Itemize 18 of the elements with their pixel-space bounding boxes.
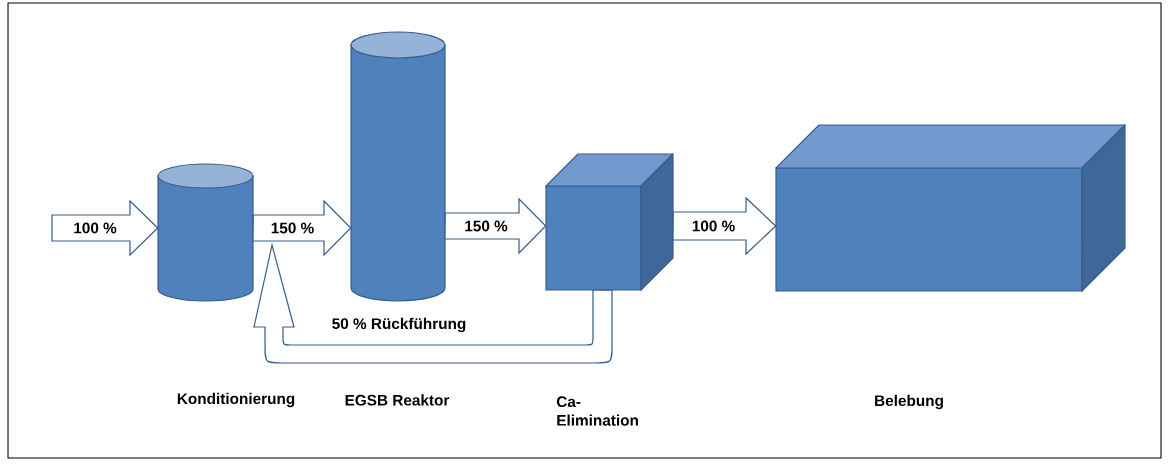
block-arrow xyxy=(672,196,777,256)
tank-label: Ca- Elimination xyxy=(556,396,638,426)
tank-label: Konditionierung xyxy=(177,392,295,408)
return-arrow xyxy=(253,244,613,364)
tank-block xyxy=(775,124,1126,292)
edge-label: 100 % xyxy=(74,222,117,234)
block-arrow xyxy=(444,197,547,255)
edge-label: 150 % xyxy=(271,222,314,234)
tank-block xyxy=(545,153,674,291)
edge-label: 150 % xyxy=(465,220,508,232)
tank-cylinder xyxy=(350,31,446,302)
tank-label: EGSB Reaktor xyxy=(345,394,450,406)
tank-cylinder xyxy=(157,163,254,302)
block-arrow xyxy=(51,199,159,257)
tank-label: Belebung xyxy=(875,394,943,410)
edge-label: 50 % Rückführung xyxy=(332,317,466,333)
edge-label: 100 % xyxy=(692,220,735,232)
block-arrow xyxy=(252,199,352,257)
